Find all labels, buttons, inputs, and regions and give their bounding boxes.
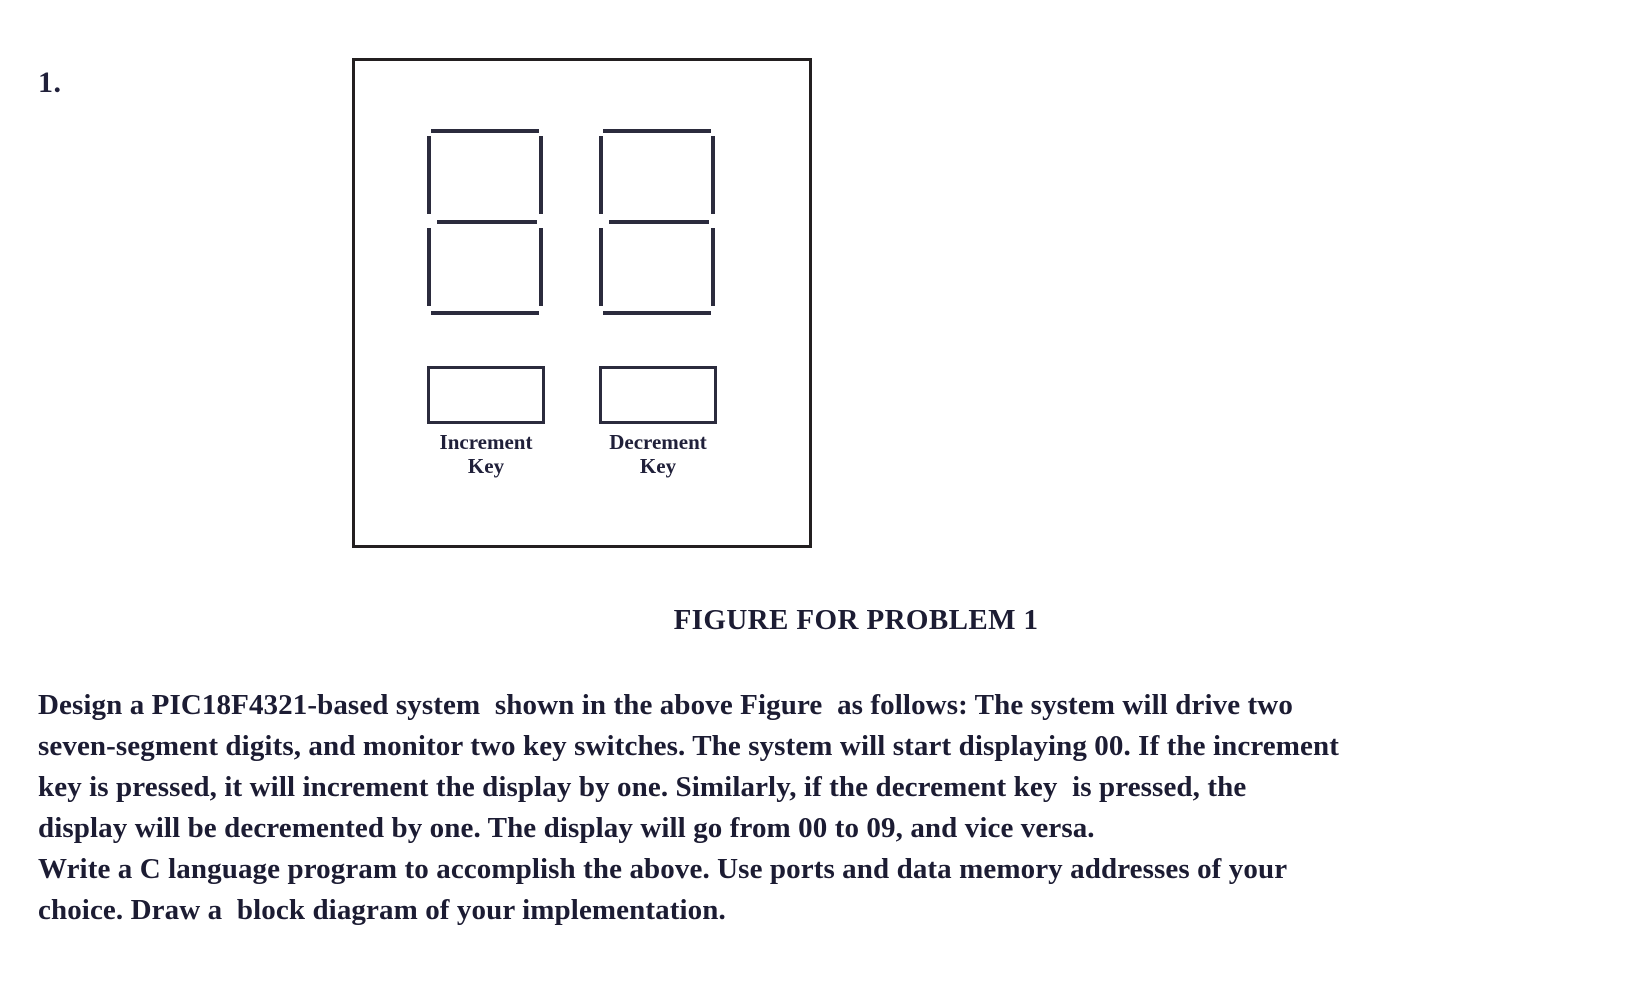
increment-key-label: Increment Key bbox=[439, 430, 533, 478]
segment-g-icon bbox=[437, 220, 537, 224]
problem-statement-line: Design a PIC18F4321-based system shown i… bbox=[38, 689, 1293, 721]
problem-statement-line: key is pressed, it will increment the di… bbox=[38, 771, 1247, 803]
decrement-key-group: Decrement Key bbox=[593, 366, 723, 478]
increment-key-group: Increment Key bbox=[421, 366, 551, 478]
segment-f-icon bbox=[599, 136, 603, 214]
segment-g-icon bbox=[609, 220, 709, 224]
problem-statement-line: Write a C language program to accomplish… bbox=[38, 853, 1288, 885]
figure-caption: FIGURE FOR PROBLEM 1 bbox=[0, 604, 1652, 637]
problem-number-label: 1. bbox=[38, 66, 62, 99]
decrement-key-label: Decrement Key bbox=[609, 430, 707, 478]
segment-f-icon bbox=[427, 136, 431, 214]
problem-statement-line: display will be decremented by one. The … bbox=[38, 812, 1095, 844]
decrement-key-switch[interactable] bbox=[599, 366, 717, 424]
segment-a-icon bbox=[431, 129, 539, 133]
figure-caption-text: FIGURE FOR PROBLEM 1 bbox=[673, 604, 1039, 636]
figure-enclosure-box: Increment Key Decrement Key bbox=[352, 58, 812, 548]
problem-statement-line: choice. Draw a block diagram of your imp… bbox=[38, 894, 726, 926]
segment-e-icon bbox=[599, 228, 603, 306]
increment-key-switch[interactable] bbox=[427, 366, 545, 424]
segment-c-icon bbox=[711, 228, 715, 306]
segment-a-icon bbox=[603, 129, 711, 133]
problem-statement-text: Design a PIC18F4321-based system shown i… bbox=[38, 685, 1618, 931]
segment-e-icon bbox=[427, 228, 431, 306]
segment-d-icon bbox=[603, 311, 711, 315]
segment-c-icon bbox=[539, 228, 543, 306]
segment-b-icon bbox=[711, 136, 715, 214]
segment-b-icon bbox=[539, 136, 543, 214]
seven-segment-digit-left bbox=[427, 129, 543, 315]
seven-segment-digit-right bbox=[599, 129, 715, 315]
segment-d-icon bbox=[431, 311, 539, 315]
problem-statement-line: seven-segment digits, and monitor two ke… bbox=[38, 730, 1339, 762]
